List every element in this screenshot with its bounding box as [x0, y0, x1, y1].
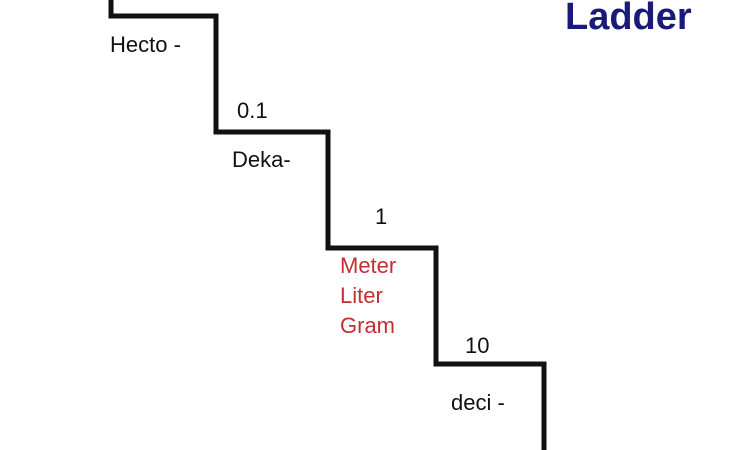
- step-prefix-hecto: Hecto -: [110, 32, 181, 57]
- base-units-list: Meter Liter Gram: [340, 251, 396, 341]
- diagram-title: Ladder: [565, 0, 692, 38]
- step-value-10: 10: [465, 333, 490, 358]
- step-prefix-deci: deci -: [451, 390, 505, 415]
- step-value-1: 1: [375, 204, 388, 229]
- step-value-0-1: 0.1: [237, 98, 268, 123]
- base-unit-gram: Gram: [340, 313, 395, 338]
- base-unit-meter: Meter: [340, 253, 397, 278]
- base-unit-liter: Liter: [340, 283, 383, 308]
- step-prefix-deka: Deka-: [232, 147, 291, 172]
